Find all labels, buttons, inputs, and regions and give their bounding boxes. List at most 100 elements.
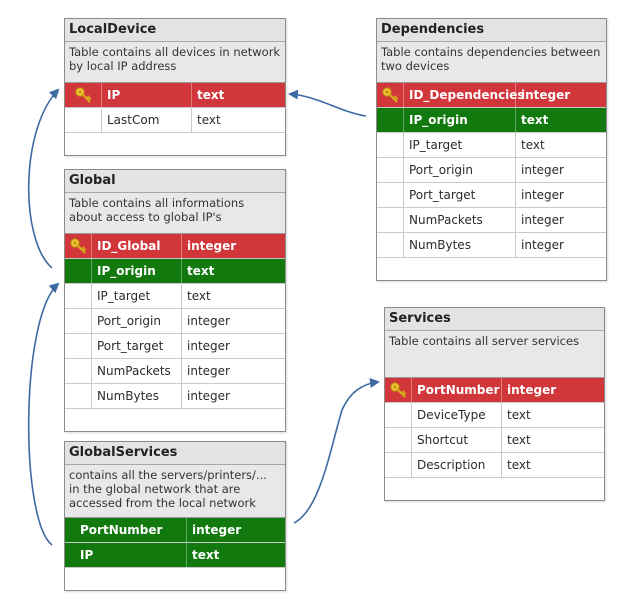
key-cell	[65, 83, 102, 107]
table-title: Dependencies	[377, 19, 606, 42]
column-type: integer	[187, 314, 230, 328]
column-type: integer	[521, 238, 564, 252]
column-name: Port_origin	[404, 158, 516, 182]
column-name: NumPackets	[404, 208, 516, 232]
column-row[interactable]: NumPackets integer	[377, 208, 606, 233]
empty-key-cell	[377, 183, 404, 207]
column-name: IP_target	[92, 284, 182, 308]
empty-key-cell	[377, 233, 404, 257]
table-footer	[385, 478, 604, 500]
empty-key-cell	[65, 108, 102, 132]
column-type: text	[187, 264, 215, 278]
column-name: IP_target	[404, 133, 516, 157]
empty-key-cell	[377, 208, 404, 232]
key-icon	[69, 237, 87, 255]
key-icon	[74, 86, 92, 104]
column-name: IP_origin	[404, 108, 516, 132]
column-type: integer	[521, 88, 571, 102]
column-name: IP_origin	[92, 259, 182, 283]
column-type: integer	[521, 213, 564, 227]
column-name: Shortcut	[412, 428, 502, 452]
key-cell	[377, 83, 404, 107]
column-type: text	[197, 113, 221, 127]
column-name: PortNumber	[75, 518, 187, 542]
column-row[interactable]: IP_target text	[65, 284, 285, 309]
table-footer	[65, 133, 285, 155]
column-name: ID_Global	[92, 234, 182, 258]
column-name: IP	[102, 83, 192, 107]
column-row[interactable]: NumBytes integer	[65, 384, 285, 409]
empty-key-cell	[377, 158, 404, 182]
key-icon	[381, 86, 399, 104]
table-description: Table contains all informations about ac…	[65, 193, 285, 233]
column-name: Port_target	[92, 334, 182, 358]
key-icon	[389, 381, 407, 399]
table-title: Global	[65, 170, 285, 193]
foreign-key-row[interactable]: IP_origin text	[65, 259, 285, 284]
empty-key-cell	[385, 403, 412, 427]
empty-key-cell	[65, 384, 92, 408]
column-row[interactable]: Port_origin integer	[377, 158, 606, 183]
empty-key-cell	[377, 108, 404, 132]
table-description: Table contains all devices in network by…	[65, 42, 285, 82]
column-type: text	[187, 289, 211, 303]
primary-key-row[interactable]: PortNumber integer	[385, 378, 604, 403]
arrow-globalservices-to-services	[293, 378, 380, 524]
table-title: Services	[385, 308, 604, 331]
table-footer	[65, 409, 285, 431]
column-type: text	[507, 458, 531, 472]
column-type: integer	[507, 383, 557, 397]
empty-key-cell	[65, 309, 92, 333]
table-description: contains all the servers/printers/... in…	[65, 465, 285, 517]
column-row[interactable]: Description text	[385, 453, 604, 478]
column-name: PortNumber	[412, 378, 502, 402]
column-type: text	[197, 88, 225, 102]
column-type: integer	[521, 163, 564, 177]
foreign-key-row[interactable]: IP text	[65, 543, 285, 568]
column-type: integer	[187, 389, 230, 403]
column-name: ID_Dependencies	[404, 83, 525, 107]
column-name: Port_target	[404, 183, 516, 207]
column-name: Port_origin	[92, 309, 182, 333]
table-description: Table contains all server services	[385, 331, 604, 377]
column-type: text	[521, 113, 549, 127]
column-name: IP	[75, 543, 187, 567]
column-row[interactable]: Port_origin integer	[65, 309, 285, 334]
arrow-global-to-localdevice	[27, 88, 60, 269]
foreign-key-row[interactable]: IP_origin text	[377, 108, 606, 133]
primary-key-row[interactable]: IP text	[65, 83, 285, 108]
empty-key-cell	[65, 259, 92, 283]
column-name: NumPackets	[92, 359, 182, 383]
table-description: Table contains dependencies between two …	[377, 42, 606, 82]
arrow-globalservices-to-global	[27, 282, 60, 546]
empty-key-cell	[385, 453, 412, 477]
table-footer	[377, 258, 606, 280]
column-name: NumBytes	[92, 384, 182, 408]
key-cell	[65, 234, 92, 258]
column-type: text	[192, 548, 220, 562]
column-name: DeviceType	[412, 403, 502, 427]
column-name: Description	[412, 453, 502, 477]
table-title: GlobalServices	[65, 442, 285, 465]
